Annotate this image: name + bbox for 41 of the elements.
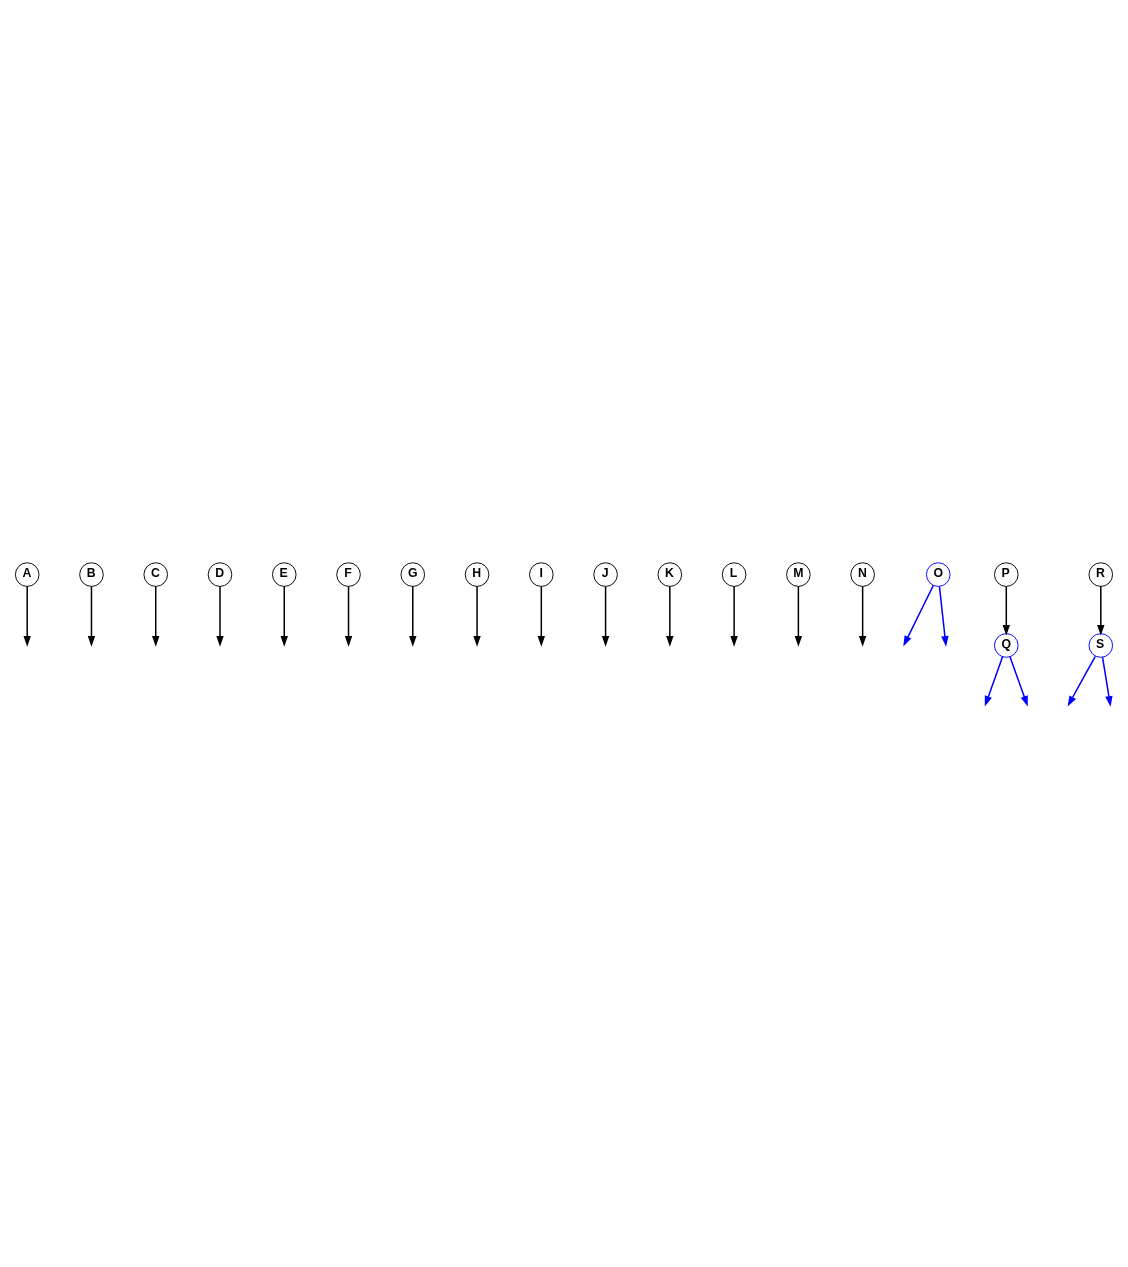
arrow (984, 655, 1004, 707)
node-circle: H (464, 561, 490, 587)
node-circle: P (994, 561, 1019, 587)
arrow (1067, 655, 1097, 706)
node-circle: K (657, 561, 683, 587)
arrow (938, 585, 949, 647)
node-circle: O (925, 561, 951, 587)
node-circle: C (143, 561, 169, 587)
node-circle: N (850, 561, 875, 587)
node-circle: S (1088, 632, 1114, 658)
node-circle: Q (994, 632, 1019, 658)
node-circle: I (529, 561, 554, 587)
node-circle: M (786, 561, 811, 587)
arrow (903, 584, 935, 646)
arrow (1009, 655, 1028, 707)
node-circle: B (79, 561, 104, 587)
node-circle: D (207, 561, 233, 587)
node-circle: L (721, 561, 747, 587)
arrow (473, 585, 481, 647)
arrow (1101, 656, 1113, 707)
arrow (216, 585, 224, 647)
arrow (280, 585, 288, 647)
node-circle: A (14, 561, 40, 587)
arrow (152, 585, 160, 647)
node-circle: F (336, 561, 361, 587)
arrow (794, 585, 803, 647)
arrow (730, 585, 738, 647)
node-circle: E (271, 561, 297, 587)
arrow (409, 585, 417, 647)
arrow (344, 585, 353, 647)
arrow (1097, 585, 1105, 636)
arrow (1002, 585, 1010, 636)
arrow (87, 585, 96, 647)
arrow (23, 585, 31, 647)
arrow (601, 585, 610, 647)
arrow (858, 585, 867, 647)
node-circle: J (593, 561, 618, 587)
node-circle: G (400, 561, 426, 587)
node-circle: R (1088, 561, 1114, 587)
arrow (666, 585, 674, 647)
arrow (537, 585, 546, 647)
